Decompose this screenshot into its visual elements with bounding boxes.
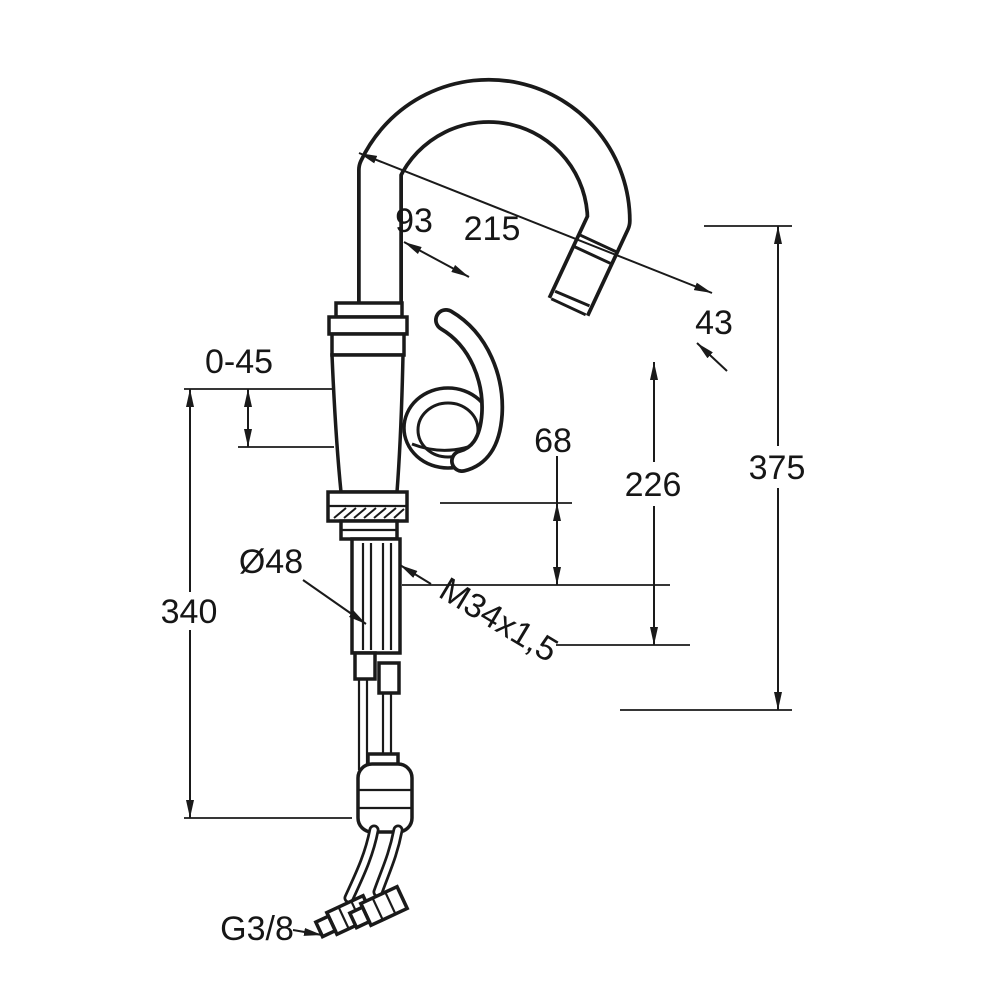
- dimension-shank-thread: M34x1,5: [399, 564, 564, 670]
- base-flange: [326, 490, 409, 541]
- dim-label-base-diameter: Ø48: [239, 543, 303, 581]
- swivel-collar: [327, 301, 409, 357]
- dimension-spout-reach: 215: [358, 152, 713, 294]
- dimension-total-height: 375: [749, 226, 806, 710]
- supply-hoses: [313, 651, 414, 939]
- hose-nut-right: [347, 884, 410, 930]
- dim-label-hose-connection: G3/8: [220, 910, 294, 948]
- faucet-body: [330, 353, 405, 494]
- dim-label-mounting-thickness: 0-45: [205, 343, 273, 381]
- dimension-mounting-thickness: 0-45: [205, 343, 273, 447]
- dimension-outlet-height: 226: [625, 362, 682, 645]
- hose-crimp-right: [377, 661, 401, 695]
- dimension-lever-offset: 93: [395, 202, 470, 278]
- dim-label-outlet-extension: 43: [695, 304, 733, 342]
- mounting-shank: [350, 537, 402, 655]
- shank-hose-lines: [361, 543, 393, 650]
- lower-hoses: [343, 824, 404, 904]
- dimension-base-diameter: Ø48: [239, 543, 367, 625]
- check-valve-body: [356, 762, 414, 834]
- dimension-outlet-extension: 43: [695, 304, 733, 372]
- dim-label-outlet-height: 226: [625, 466, 682, 504]
- dimension-installation-depth: 340: [161, 389, 218, 818]
- lever-handle: [434, 308, 505, 473]
- hose-crimp-left: [353, 651, 377, 681]
- dim-label-spout-reach: 215: [464, 210, 521, 248]
- up-arrowhead: [553, 503, 561, 521]
- dim-label-installation-depth: 340: [161, 593, 218, 631]
- dimension-hose-connection: G3/8: [220, 910, 323, 948]
- extension-lines: [184, 225, 792, 819]
- dimension-lever-height: 68: [534, 422, 572, 585]
- dim-label-total-height: 375: [749, 449, 806, 487]
- dim-label-lever-offset: 93: [395, 202, 433, 240]
- lever-strap-fill: [437, 311, 501, 470]
- dim-label-lever-height: 68: [534, 422, 572, 460]
- flange-knurling: [333, 507, 405, 519]
